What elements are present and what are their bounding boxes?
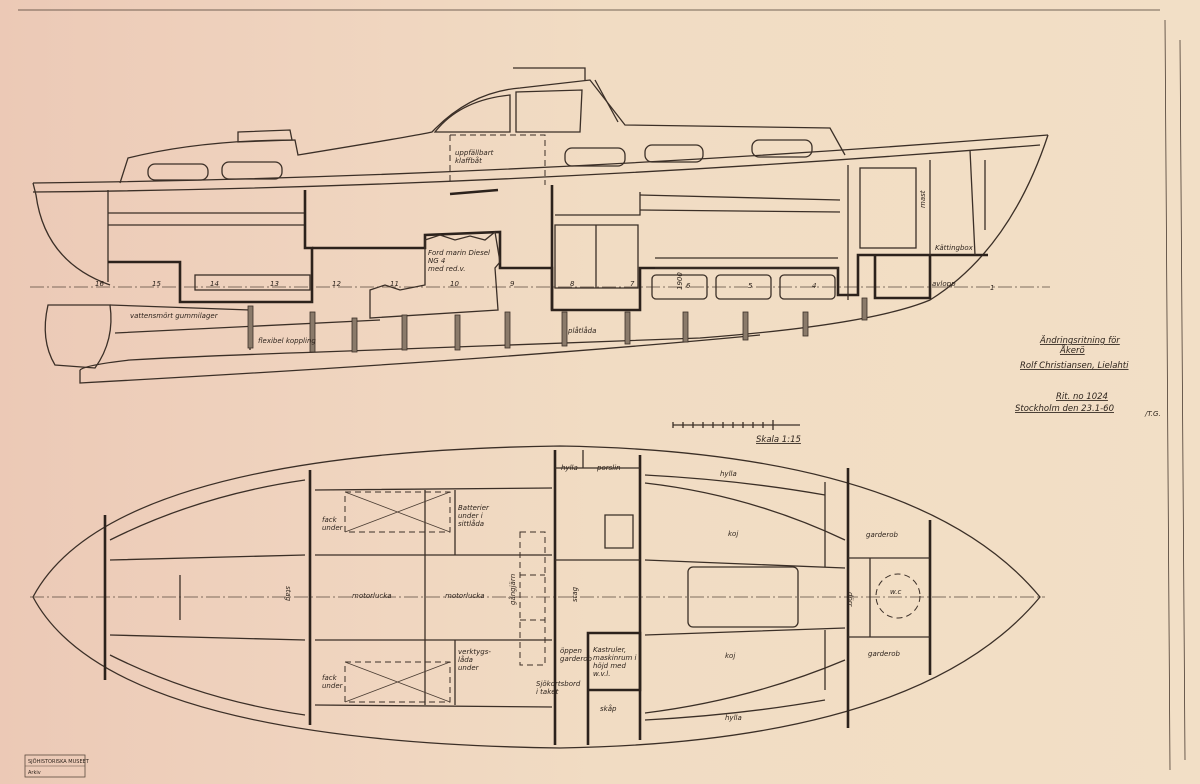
- station-label: 8: [570, 280, 575, 288]
- station-label: 16: [95, 280, 104, 288]
- archive-stamp: SJÖHISTORISKA MUSEET Arkiv: [24, 754, 90, 778]
- side-profile: 16 15 14 13 12 11 10 9 8 7 6 5 4 1 uppfä…: [30, 67, 1050, 384]
- scale-bar: Skala 1:15: [672, 420, 801, 445]
- label-china: porslin: [596, 464, 621, 472]
- label-strut: stag: [284, 586, 292, 602]
- label-water-tank: plåtlåda: [567, 326, 596, 335]
- transom: [32, 182, 111, 286]
- label-chain-box: Kättingbox: [935, 244, 974, 252]
- label-wardrobe: garderob: [868, 650, 901, 658]
- station-label: 9: [510, 280, 515, 288]
- wc-bowl: [875, 573, 921, 619]
- window: [147, 163, 209, 181]
- label-berth: koj: [728, 530, 738, 538]
- label-strut: stag: [571, 586, 579, 602]
- station-label: 14: [210, 280, 219, 288]
- sheer-line: [32, 134, 1049, 184]
- title-heading: Ändringsritning för: [1039, 335, 1120, 346]
- label-wardrobe: garderob: [866, 531, 899, 539]
- station-label: 15: [152, 280, 161, 288]
- rudder: [44, 304, 112, 369]
- label-wc-drain: avlopp: [932, 280, 956, 288]
- label-engine-hatch: motorlucka: [352, 592, 392, 600]
- station-label: 4: [812, 282, 816, 290]
- station-label: 7: [630, 280, 635, 288]
- window: [433, 94, 511, 133]
- station-label: 11: [390, 280, 399, 288]
- label-rudder-bearing: vattensmört gummilager: [130, 312, 219, 320]
- scale-label: Skala 1:15: [756, 435, 801, 445]
- label-mast: mast: [919, 190, 927, 208]
- station-label: 5: [748, 282, 753, 290]
- cabin-roof: [119, 79, 846, 184]
- engine: [369, 230, 501, 319]
- station-label: 10: [450, 280, 459, 288]
- title-subheading: Åkerö: [1059, 344, 1085, 356]
- label-shelf: hylla: [561, 464, 578, 472]
- title-block: Ändringsritning för Åkerö Rolf Christian…: [1015, 335, 1161, 418]
- window: [751, 139, 813, 158]
- stamp-text: SJÖHISTORISKA MUSEET: [28, 758, 90, 765]
- label-wc: w.c: [890, 588, 902, 596]
- owner-name: Rolf Christiansen, Lielahti: [1020, 361, 1129, 371]
- label-berth: koj: [725, 652, 735, 660]
- place-date: Stockholm den 23.1-60: [1015, 404, 1114, 414]
- floor-frames: [247, 297, 868, 353]
- sheet-edge: [18, 9, 1186, 771]
- window: [644, 144, 704, 163]
- station-label: 1: [990, 284, 994, 292]
- stamp-text: Arkiv: [28, 770, 41, 776]
- window: [564, 147, 626, 167]
- label-gangway: gångjärn: [508, 574, 517, 605]
- station-label: 13: [270, 280, 279, 288]
- station-label: 12: [332, 280, 341, 288]
- hatch-outline: [449, 134, 546, 185]
- hull-outline: [32, 445, 1041, 749]
- station-label: 6: [686, 282, 691, 290]
- label-cupboard: skåp: [600, 704, 617, 713]
- label-shelf: hylla: [720, 470, 737, 478]
- label-engine-hatch: motorlucka: [445, 592, 485, 600]
- signature: /T.G.: [1144, 410, 1161, 418]
- label-shelf: hylla: [725, 714, 742, 722]
- door: [859, 167, 917, 249]
- window: [221, 161, 283, 180]
- label-door: dörr: [846, 592, 854, 608]
- label-stern-tube: flexibel koppling: [258, 337, 316, 345]
- hull-bottom: [129, 134, 1049, 361]
- drawing-number: Rit. no 1024: [1056, 392, 1108, 402]
- window: [515, 89, 583, 133]
- label-height: 1900: [676, 272, 684, 290]
